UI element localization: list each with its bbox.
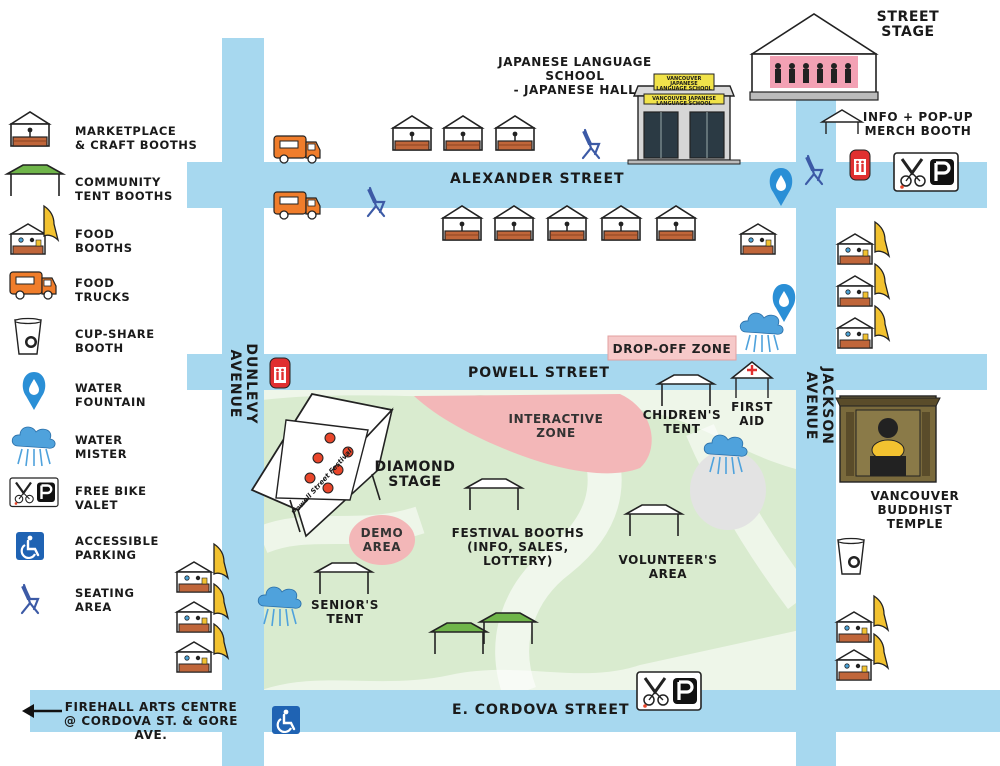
bike-valet-icon: [892, 151, 960, 193]
accessible-parking-icon: [14, 530, 46, 562]
legend-water-fountain-label: WATER FOUNTAIN: [75, 381, 147, 409]
legend-icons: [6, 111, 64, 615]
seating-icon: [20, 583, 40, 615]
childrens-tent-label: CHIDREN'S TENT: [642, 408, 722, 436]
food-booth-icon: [836, 611, 872, 643]
marketplace-booth-icon: [601, 205, 641, 241]
food-flag-icon: [43, 205, 59, 241]
food-booth-icon: [176, 601, 212, 633]
buddhist-temple-building: [835, 395, 941, 483]
info-tent-icon: [819, 109, 865, 134]
diamond-stage-label: DIAMOND STAGE: [374, 459, 456, 490]
cordova-street-road: [30, 690, 1000, 732]
bike-valet-icon: [635, 670, 703, 712]
interactive-zone-area: [414, 394, 652, 474]
legend-bike-valet-label: FREE BIKE VALET: [75, 484, 147, 512]
left-arrow-icon: [22, 704, 62, 718]
demo-area-shape: [349, 515, 415, 565]
food-booth-icon: [837, 275, 873, 307]
marketplace-booth-icon: [10, 111, 50, 147]
food-booth-icon: [176, 561, 212, 593]
cup-icon: [14, 317, 42, 355]
food-flag-icon: [873, 633, 889, 669]
food-flag-icon: [874, 305, 890, 341]
dunlevy-avenue-label: DUNLEVY AVENUE: [227, 343, 259, 425]
marketplace-booth-icon: [656, 205, 696, 241]
water-mister-icon: [739, 312, 784, 353]
marketplace-booth-icon: [547, 205, 587, 241]
legend-marketplace-label: MARKETPLACE & CRAFT BOOTHS: [75, 124, 198, 152]
food-booth-icon: [740, 223, 776, 255]
food-truck-icon: [9, 271, 57, 300]
food-flag-icon: [873, 595, 889, 631]
water-fountain-icon: [22, 372, 46, 410]
interactive-zone-label: INTERACTIVE ZONE: [508, 412, 604, 440]
demo-area-label: DEMO AREA: [360, 526, 404, 554]
marketplace-booth-icon: [392, 115, 432, 151]
legend-accessible-parking-label: ACCESSIBLE PARKING: [75, 534, 159, 562]
buddhist-temple-label: VANCOUVER BUDDHIST TEMPLE: [870, 489, 960, 531]
community-tent-icon: [6, 164, 64, 197]
washroom-icon: [269, 357, 291, 389]
alexander-street-label: ALEXANDER STREET: [450, 171, 625, 187]
volunteers-area-label: VOLUNTEER'S AREA: [618, 553, 718, 581]
powell-street-road: [187, 354, 987, 390]
powell-street-label: POWELL STREET: [468, 365, 610, 381]
food-booth-icon: [837, 317, 873, 349]
bike-valet-icon: [8, 476, 60, 508]
first-aid-tent-icon: [729, 361, 775, 398]
jackson-avenue-road: [796, 38, 836, 766]
marketplace-booth-icon: [494, 205, 534, 241]
food-booth-icon: [836, 649, 872, 681]
food-booth-icon: [10, 223, 46, 255]
food-booth-icon: [837, 233, 873, 265]
hall-sign-top: VANCOUVER JAPANESE LANGUAGE SCHOOL: [656, 76, 712, 92]
food-flag-icon: [874, 263, 890, 299]
grey-zone: [690, 450, 766, 530]
legend-cup-share-label: CUP-SHARE BOOTH: [75, 327, 155, 355]
dunlevy-avenue-road: [222, 38, 264, 766]
festival-booths-label: FESTIVAL BOOTHS (INFO, SALES, LOTTERY): [451, 526, 585, 568]
drop-off-zone-box: [607, 335, 737, 361]
info-merch-label: INFO + POP-UP MERCH BOOTH: [862, 110, 974, 138]
legend-seating-label: SEATING AREA: [75, 586, 135, 614]
jackson-avenue-label: JACKSON AVENUE: [803, 367, 835, 445]
legend-food-trucks-label: FOOD TRUCKS: [75, 276, 131, 304]
accessible-parking-icon: [270, 704, 302, 736]
legend-community-label: COMMUNITY TENT BOOTHS: [75, 175, 173, 203]
street-stage-structure: [749, 13, 879, 101]
washroom-icon: [849, 149, 871, 181]
street-stage-label: STREET STAGE: [876, 9, 940, 40]
firehall-label: FIREHALL ARTS CENTRE @ CORDOVA ST. & GOR…: [63, 700, 239, 742]
japanese-hall-building: [627, 73, 741, 165]
cordova-street-label: E. CORDOVA STREET: [452, 702, 630, 718]
first-aid-label: FIRST AID: [731, 400, 773, 428]
drop-off-zone-label: DROP-OFF ZONE: [612, 342, 732, 356]
roads: [30, 38, 1000, 766]
japanese-hall-label: JAPANESE LANGUAGE SCHOOL - JAPANESE HALL: [498, 55, 652, 97]
water-mister-icon: [11, 426, 56, 467]
food-truck-icon: [273, 135, 321, 164]
seniors-tent-label: SENIOR'S TENT: [311, 598, 379, 626]
cup-share-icon: [837, 537, 865, 575]
marketplace-booth-icon: [442, 205, 482, 241]
seating-icon: [581, 128, 601, 160]
hall-sign-bottom: VANCOUVER JAPANESE LANGUAGE SCHOOL: [652, 96, 716, 107]
marketplace-booth-icon: [495, 115, 535, 151]
legend-food-booths-label: FOOD BOOTHS: [75, 227, 133, 255]
diamond-stage-structure: [250, 392, 394, 538]
legend-water-mister-label: WATER MISTER: [75, 433, 128, 461]
food-booth-icon: [176, 641, 212, 673]
marketplace-booth-icon: [443, 115, 483, 151]
food-flag-icon: [874, 221, 890, 257]
